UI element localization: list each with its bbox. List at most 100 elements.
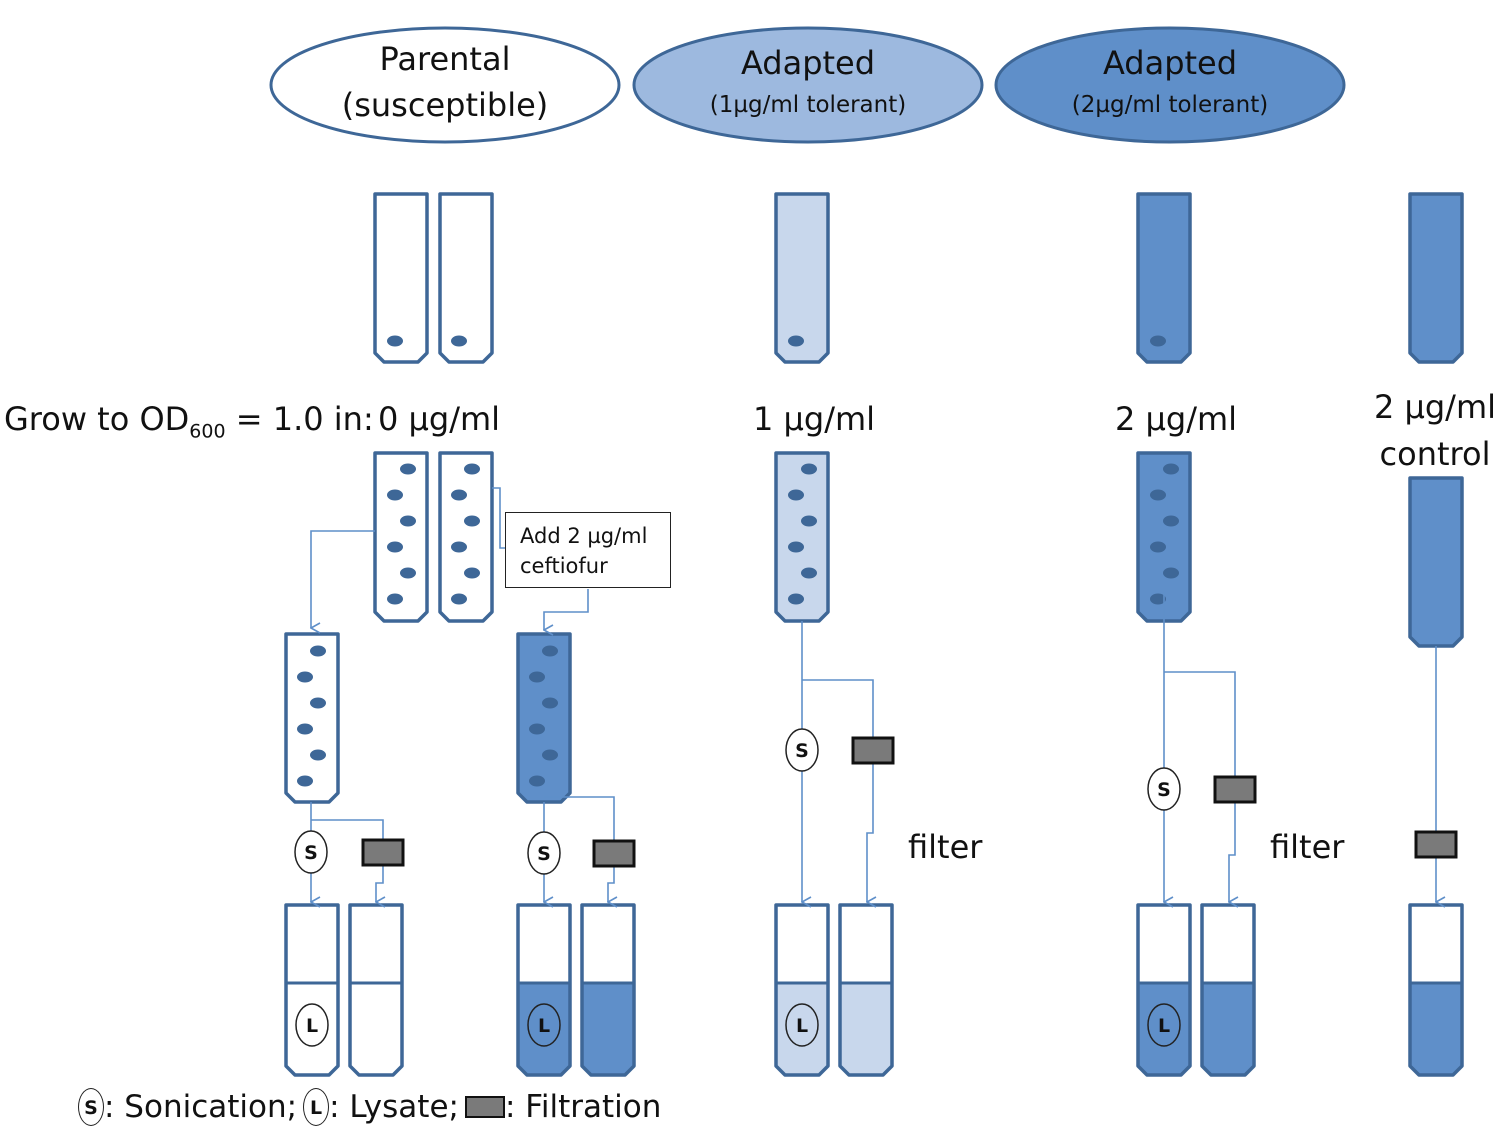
adapted-1-lysate-tube-lysate-symbol-letter: L (796, 1015, 808, 1037)
adapted-1-lysate-tube (774, 903, 830, 1077)
adapted-2-culture-tube-cell-1 (1163, 463, 1179, 475)
parental-treated-filter (592, 839, 636, 868)
adapted-1-top-tube-cell-1 (788, 335, 804, 347)
growth-condition-label: Grow to OD600 = 1.0 in: (4, 400, 374, 442)
adapted-2-lysate-tube-lysate-symbol-letter: L (1158, 1015, 1170, 1037)
parental-treated-sonication-symbol-letter: S (537, 843, 551, 865)
parental-culture-tube-1-cell-4 (387, 541, 403, 553)
parental-treated-lysate-tube-liquid (518, 983, 570, 1075)
adapted-2-filter-line (1164, 671, 1236, 777)
note-line-2: ceftiofur (520, 554, 608, 578)
parental-untreated-lysate-tube-lysate-symbol-letter: L (306, 1015, 318, 1037)
adapted-1-culture-tube-cell-3 (801, 515, 817, 527)
adapted-1-lysate-tube-body (774, 903, 830, 1077)
adapted-2-culture-tube-cell-3 (1163, 515, 1179, 527)
od-subscript: 600 (189, 420, 226, 443)
parental-treated-tube-cell-2 (529, 671, 545, 683)
parental-untreated-sonication-symbol-circle (294, 830, 328, 874)
parental-treated-sonication-symbol: S (527, 831, 561, 875)
legend-sonication-text: : Sonication; (104, 1089, 298, 1125)
adapted-1-sonication-symbol-circle (785, 728, 819, 772)
adapted-2-sonication-symbol-circle (1147, 767, 1181, 811)
adapted-1-filter (851, 736, 895, 765)
adapted-2-culture-tube-cell-4 (1150, 541, 1166, 553)
parental-treated-tube-cell-4 (529, 723, 545, 735)
adapted-1-culture-tube-cell-4 (788, 541, 804, 553)
parental-untreated-tube-cell-6 (297, 775, 313, 787)
parental-untreated-filter-line (311, 819, 384, 840)
growth-suffix: = 1.0 in: (225, 400, 374, 438)
parental-treated-filtrate-tube (580, 903, 636, 1077)
concentration-0-label: 0 µg/ml (378, 400, 501, 438)
adapted-1-lysate-tube-lysate-symbol: L (785, 1003, 819, 1047)
adapted-2-lysate-tube-lysate-symbol: L (1147, 1003, 1181, 1047)
adapted-2-filtrate-tube (1200, 903, 1256, 1077)
adapted-2-filtrate-tube-liquid (1202, 983, 1254, 1075)
parental-treated-lysate-tube-lysate-symbol: L (527, 1003, 561, 1047)
parental-culture-tube-2-cell-3 (464, 515, 480, 527)
ceftiofur-note: Add 2 µg/ml ceftiofur (505, 512, 671, 588)
adapted-1-ellipse (632, 26, 984, 144)
growth-prefix: Grow to OD (4, 400, 190, 438)
adapted-2-lysate-tube (1136, 903, 1192, 1077)
adapted-2-lysate-tube-lysate-symbol-circle (1147, 1003, 1181, 1047)
adapted-2-filter-arrow (1229, 802, 1235, 902)
adapted-1-sonication-symbol: S (785, 728, 819, 772)
control-culture-tube-body (1408, 476, 1464, 648)
adapted-1-filter-arrow (867, 763, 873, 902)
parental-treated-lysate-tube-body (516, 903, 572, 1077)
adapted-1-sonication-symbol-letter: S (795, 740, 809, 762)
control-filtrate-tube-liquid (1410, 983, 1462, 1075)
note-pointer (492, 487, 505, 549)
parental-treated-lysate-tube (516, 903, 572, 1077)
adapted-1-filtrate-tube-liquid (840, 983, 892, 1075)
legend-lysate-text: : Lysate; (329, 1089, 459, 1125)
parental-culture-tube-1-cell-6 (387, 593, 403, 605)
parental-culture-tube-1-cell-3 (400, 515, 416, 527)
adapted-1-culture-tube-cell-2 (788, 489, 804, 501)
control-culture-tube (1408, 476, 1464, 648)
filter-label-1: filter (908, 828, 983, 866)
adapted-2-culture-tube-cell-5 (1163, 567, 1179, 579)
parental-untreated-filter (361, 838, 405, 867)
parental-treated-lysate-tube-lysate-symbol-letter: L (538, 1015, 550, 1037)
parental-untreated-filtrate-tube-body (348, 903, 404, 1077)
note-line-1: Add 2 µg/ml (520, 524, 648, 548)
legend-filtration-icon (464, 1096, 505, 1118)
adapted-1-top-tube (774, 192, 830, 364)
parental-treated-tube-cell-5 (542, 749, 558, 761)
parental-treated-sonication-symbol-circle (527, 831, 561, 875)
parental-treated-tube-cell-6 (529, 775, 545, 787)
parental-treated-filtrate-tube-body (580, 903, 636, 1077)
parental-untreated-lysate-tube-body (284, 903, 340, 1077)
adapted-1-lysate-tube-liquid (776, 983, 828, 1075)
parental-culture-tube-2-cell-1 (464, 463, 480, 475)
parental-treated-tube (516, 632, 572, 804)
parental-culture-tube-2-cell-6 (451, 593, 467, 605)
parental-untreated-tube-body (284, 632, 340, 804)
control-label: control (1379, 435, 1491, 473)
tube-group (284, 192, 1464, 1077)
parental-culture-tube-1-cell-5 (400, 567, 416, 579)
adapted-2-lysate-tube-body (1136, 903, 1192, 1077)
adapted-1-culture-tube (774, 451, 830, 623)
parental-untreated-tube-cell-5 (310, 749, 326, 761)
parental-untreated-tube-cell-4 (297, 723, 313, 735)
adapted-2-top-tube-body (1136, 192, 1192, 364)
parental-untreated-lysate-tube (284, 903, 340, 1077)
parental-culture-tube-1 (373, 451, 429, 623)
parental-culture-tube-1-cell-1 (400, 463, 416, 475)
adapted-1-filtrate-tube-body (838, 903, 894, 1077)
parental-treated-lysate-tube-lysate-symbol-circle (527, 1003, 561, 1047)
parental-treated-filtrate-tube-liquid (582, 983, 634, 1075)
parental-culture-tube-2-cell-4 (451, 541, 467, 553)
adapted-2-ellipse (994, 26, 1346, 144)
parental-treated-tube-cell-1 (542, 645, 558, 657)
concentration-1-label: 1 µg/ml (753, 400, 876, 438)
parental-top-tube-1 (373, 192, 429, 364)
adapted-2-culture-tube-cell-2 (1150, 489, 1166, 501)
parental-treated-tube-cell-3 (542, 697, 558, 709)
parental-top-tube-2 (438, 192, 494, 364)
